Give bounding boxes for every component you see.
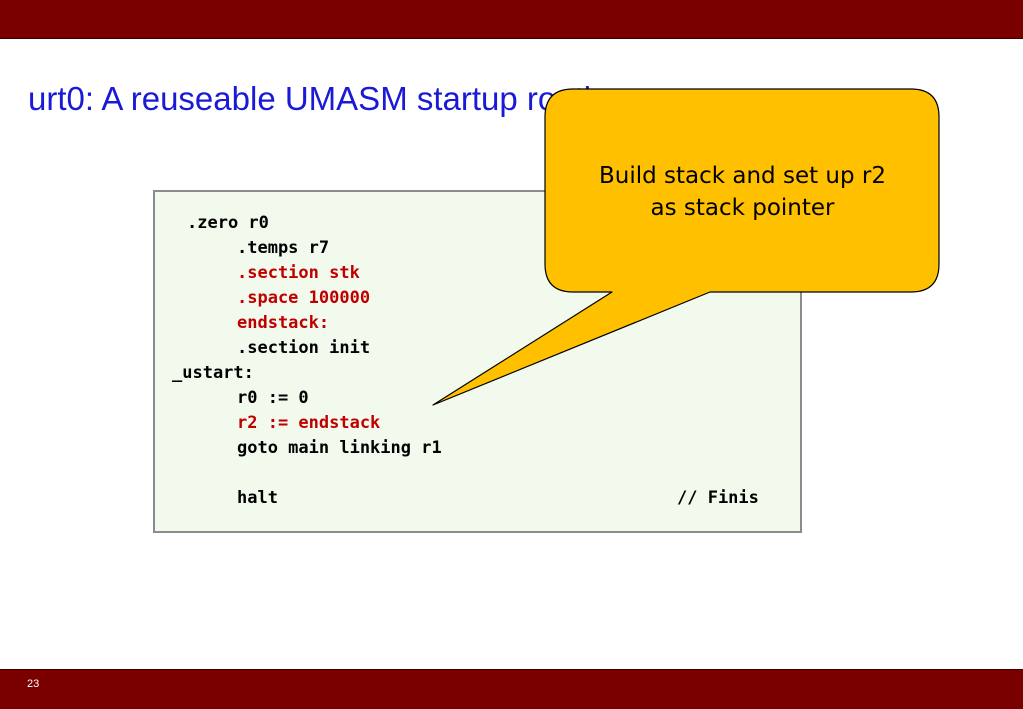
callout-text: Build stack and set up r2 as stack point… bbox=[560, 160, 925, 224]
code-line: halt bbox=[237, 488, 278, 508]
callout-text-line: as stack pointer bbox=[650, 195, 835, 221]
code-line: .space 100000 bbox=[237, 288, 371, 308]
code-line: endstack: bbox=[237, 313, 330, 333]
code-line: .zero r0 bbox=[187, 213, 269, 233]
code-comment: // Finis bbox=[677, 488, 759, 508]
code-line: r0 := 0 bbox=[237, 388, 309, 408]
code-line: goto main linking r1 bbox=[237, 438, 442, 458]
code-block: .zero r0 .temps r7 .section stk .space 1… bbox=[153, 190, 802, 533]
code-line: r2 := endstack bbox=[237, 413, 381, 433]
code-line: .temps r7 bbox=[237, 238, 330, 258]
header-bar bbox=[0, 0, 1023, 39]
slide-title: urt0: A reuseable UMASM startup routine bbox=[28, 80, 628, 117]
code-line: .section init bbox=[237, 338, 371, 358]
footer-bar: 23 bbox=[0, 669, 1023, 709]
slide-number: 23 bbox=[27, 678, 40, 690]
callout-text-line: Build stack and set up r2 bbox=[598, 163, 887, 189]
code-line: _ustart: bbox=[172, 363, 254, 383]
code-line: .section stk bbox=[237, 263, 360, 283]
